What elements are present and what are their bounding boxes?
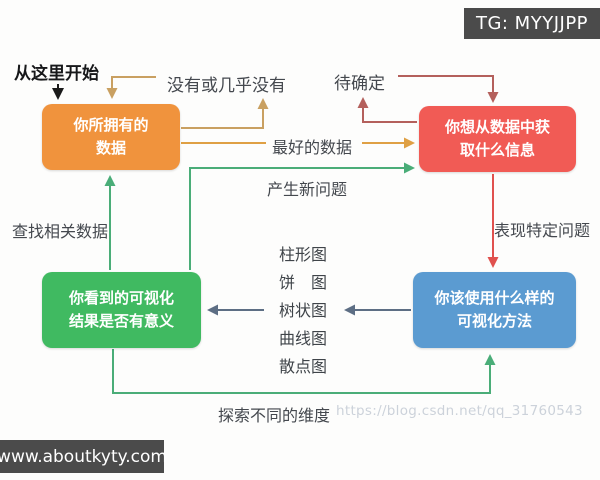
- chart-type-bar: 柱形图: [278, 245, 327, 264]
- chart-type-tree: 树状图: [278, 301, 327, 320]
- edge-label-specific-problem: 表现特定问题: [494, 221, 591, 240]
- node-viz-method: 你该使用什么样的 可视化方法: [413, 272, 576, 348]
- chart-type-curve: 曲线图: [278, 329, 327, 348]
- edge-label-to-be-determined: 待确定: [334, 74, 385, 94]
- website-badge: www.aboutkyty.com: [0, 440, 167, 473]
- node-desired-info: 你想从数据中获 取什么信息: [419, 106, 576, 172]
- edge-label-new-questions: 产生新问题: [267, 180, 348, 199]
- chart-type-pie: 饼 图: [278, 273, 327, 292]
- no-data-loop-return-arrow: [106, 76, 156, 99]
- edge-label-best-data: 最好的数据: [272, 138, 353, 157]
- tbd-loop-out-arrow: [357, 97, 417, 123]
- new-questions-arrow: [189, 162, 415, 270]
- start-label: 从这里开始: [14, 64, 99, 84]
- telegram-badge: TG: MYYJJPP: [464, 8, 600, 39]
- node-result-meaningful: 你看到的可视化 结果是否有意义: [42, 272, 201, 348]
- edge-label-explore-dimensions: 探索不同的维度: [218, 406, 331, 425]
- tbd-loop-return-arrow: [398, 75, 499, 103]
- explore-dimensions-arrow: [112, 349, 496, 394]
- no-data-loop-out-arrow: [181, 98, 269, 129]
- watermark: https://blog.csdn.net/qq_31760543: [336, 403, 583, 419]
- chart-type-scatter: 散点图: [278, 357, 327, 376]
- node-owned-data: 你所拥有的 数据: [42, 104, 180, 170]
- edge-label-none-or-almost: 没有或几乎没有: [167, 76, 286, 96]
- chart-type-list: 柱形图 饼 图 树状图 曲线图 散点图: [277, 244, 329, 384]
- edge-label-find-related-data: 查找相关数据: [12, 222, 109, 241]
